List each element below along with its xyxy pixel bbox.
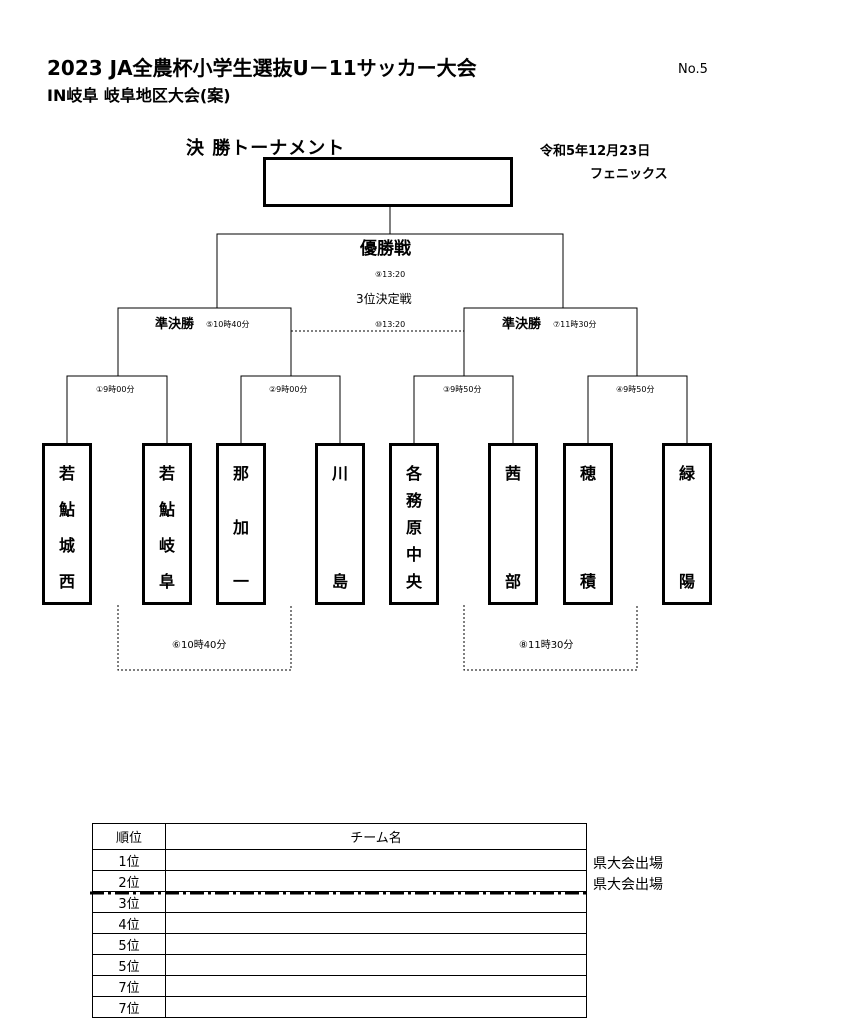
team-name-cell (165, 996, 587, 1018)
rank-cell: 3位 (92, 891, 166, 913)
final-time: ⑨13:20 (375, 270, 406, 279)
round1-match2-time: ②9時00分 (269, 385, 308, 394)
semifinal-1-time: ⑤10時40分 (206, 320, 250, 329)
tournament-venue: フェニックス (590, 167, 668, 182)
team-name-cell (165, 891, 587, 913)
winner-box (263, 157, 513, 207)
team-slot-3: 那 加 一 (216, 443, 266, 605)
team-name-column-header: チーム名 (165, 823, 587, 850)
team-char: 那 (232, 464, 249, 483)
team-char: 穂 (579, 464, 596, 483)
document-title: 2023 JA全農杯小学生選抜U－11サッカー大会 (47, 56, 477, 80)
semifinal-2-label: 準決勝 (502, 317, 542, 332)
rank-column-header: 順位 (92, 823, 166, 850)
table-row: 3位 (92, 891, 587, 913)
consolation-2-time: ⑧11時30分 (519, 640, 574, 651)
rank-cell: 1位 (92, 849, 166, 871)
final-label: 優勝戦 (360, 239, 411, 259)
team-char: 中 (405, 545, 422, 564)
team-char: 岐 (158, 536, 175, 555)
team-char: 原 (405, 518, 422, 537)
round1-match4-time: ④9時50分 (616, 385, 655, 394)
team-char: 鮎 (58, 500, 75, 519)
team-char: 積 (579, 572, 596, 591)
rank-cell: 5位 (92, 933, 166, 955)
team-name-cell (165, 870, 587, 892)
team-slot-8: 緑 陽 (662, 443, 712, 605)
team-char: 陽 (678, 572, 695, 591)
document-number: No.5 (678, 62, 708, 77)
team-slot-6: 茜 部 (488, 443, 538, 605)
team-char: 若 (58, 464, 75, 483)
team-slot-5: 各 務 原 中 央 (389, 443, 439, 605)
rank-cell: 7位 (92, 975, 166, 997)
team-char: 一 (232, 572, 249, 591)
team-char: 西 (58, 572, 75, 591)
table-row: 5位 (92, 933, 587, 955)
team-char: 鮎 (158, 500, 175, 519)
rank-cell: 4位 (92, 912, 166, 934)
team-char: 茜 (504, 464, 521, 483)
table-row: 4位 (92, 912, 587, 934)
third-place-label: 3位決定戦 (356, 292, 412, 306)
team-char: 島 (331, 572, 348, 591)
team-char: 部 (504, 572, 521, 591)
ranking-header-row: 順位 チーム名 (92, 823, 587, 850)
document-subtitle: IN岐阜 岐阜地区大会(案) (47, 86, 231, 105)
semifinal-1-label: 準決勝 (155, 317, 195, 332)
team-char: 央 (405, 572, 422, 591)
team-slot-2: 若 鮎 岐 阜 (142, 443, 192, 605)
team-char: 各 (405, 464, 422, 483)
rank-cell: 5位 (92, 954, 166, 976)
team-name-cell (165, 954, 587, 976)
round1-match1-time: ①9時00分 (96, 385, 135, 394)
tournament-date: 令和5年12月23日 (540, 144, 651, 159)
team-slot-4: 川 島 (315, 443, 365, 605)
tournament-title: 決 勝トーナメント (186, 138, 346, 159)
qualification-note-2: 県大会出場 (593, 877, 663, 893)
team-slot-1: 若 鮎 城 西 (42, 443, 92, 605)
table-row: 1位 (92, 849, 587, 871)
table-row: 5位 (92, 954, 587, 976)
team-char: 城 (58, 536, 75, 555)
table-row: 2位 (92, 870, 587, 892)
team-char: 若 (158, 464, 175, 483)
consolation-1-time: ⑥10時40分 (172, 640, 227, 651)
rank-cell: 7位 (92, 996, 166, 1018)
team-name-cell (165, 933, 587, 955)
round1-match3-time: ③9時50分 (443, 385, 482, 394)
rank-cell: 2位 (92, 870, 166, 892)
third-place-time: ⑩13:20 (375, 320, 406, 329)
semifinal-2-time: ⑦11時30分 (553, 320, 597, 329)
table-row: 7位 (92, 975, 587, 997)
team-char: 緑 (678, 464, 695, 483)
qualification-note-1: 県大会出場 (593, 856, 663, 872)
team-char: 阜 (158, 572, 175, 591)
table-row: 7位 (92, 996, 587, 1018)
team-slot-7: 穂 積 (563, 443, 613, 605)
team-char: 川 (331, 464, 348, 483)
ranking-table: 順位 チーム名 1位 2位 3位 4位 5位 5位 7位 7位 (92, 823, 587, 1018)
team-char: 務 (405, 491, 422, 510)
team-name-cell (165, 975, 587, 997)
team-name-cell (165, 849, 587, 871)
team-char: 加 (232, 518, 249, 537)
team-name-cell (165, 912, 587, 934)
